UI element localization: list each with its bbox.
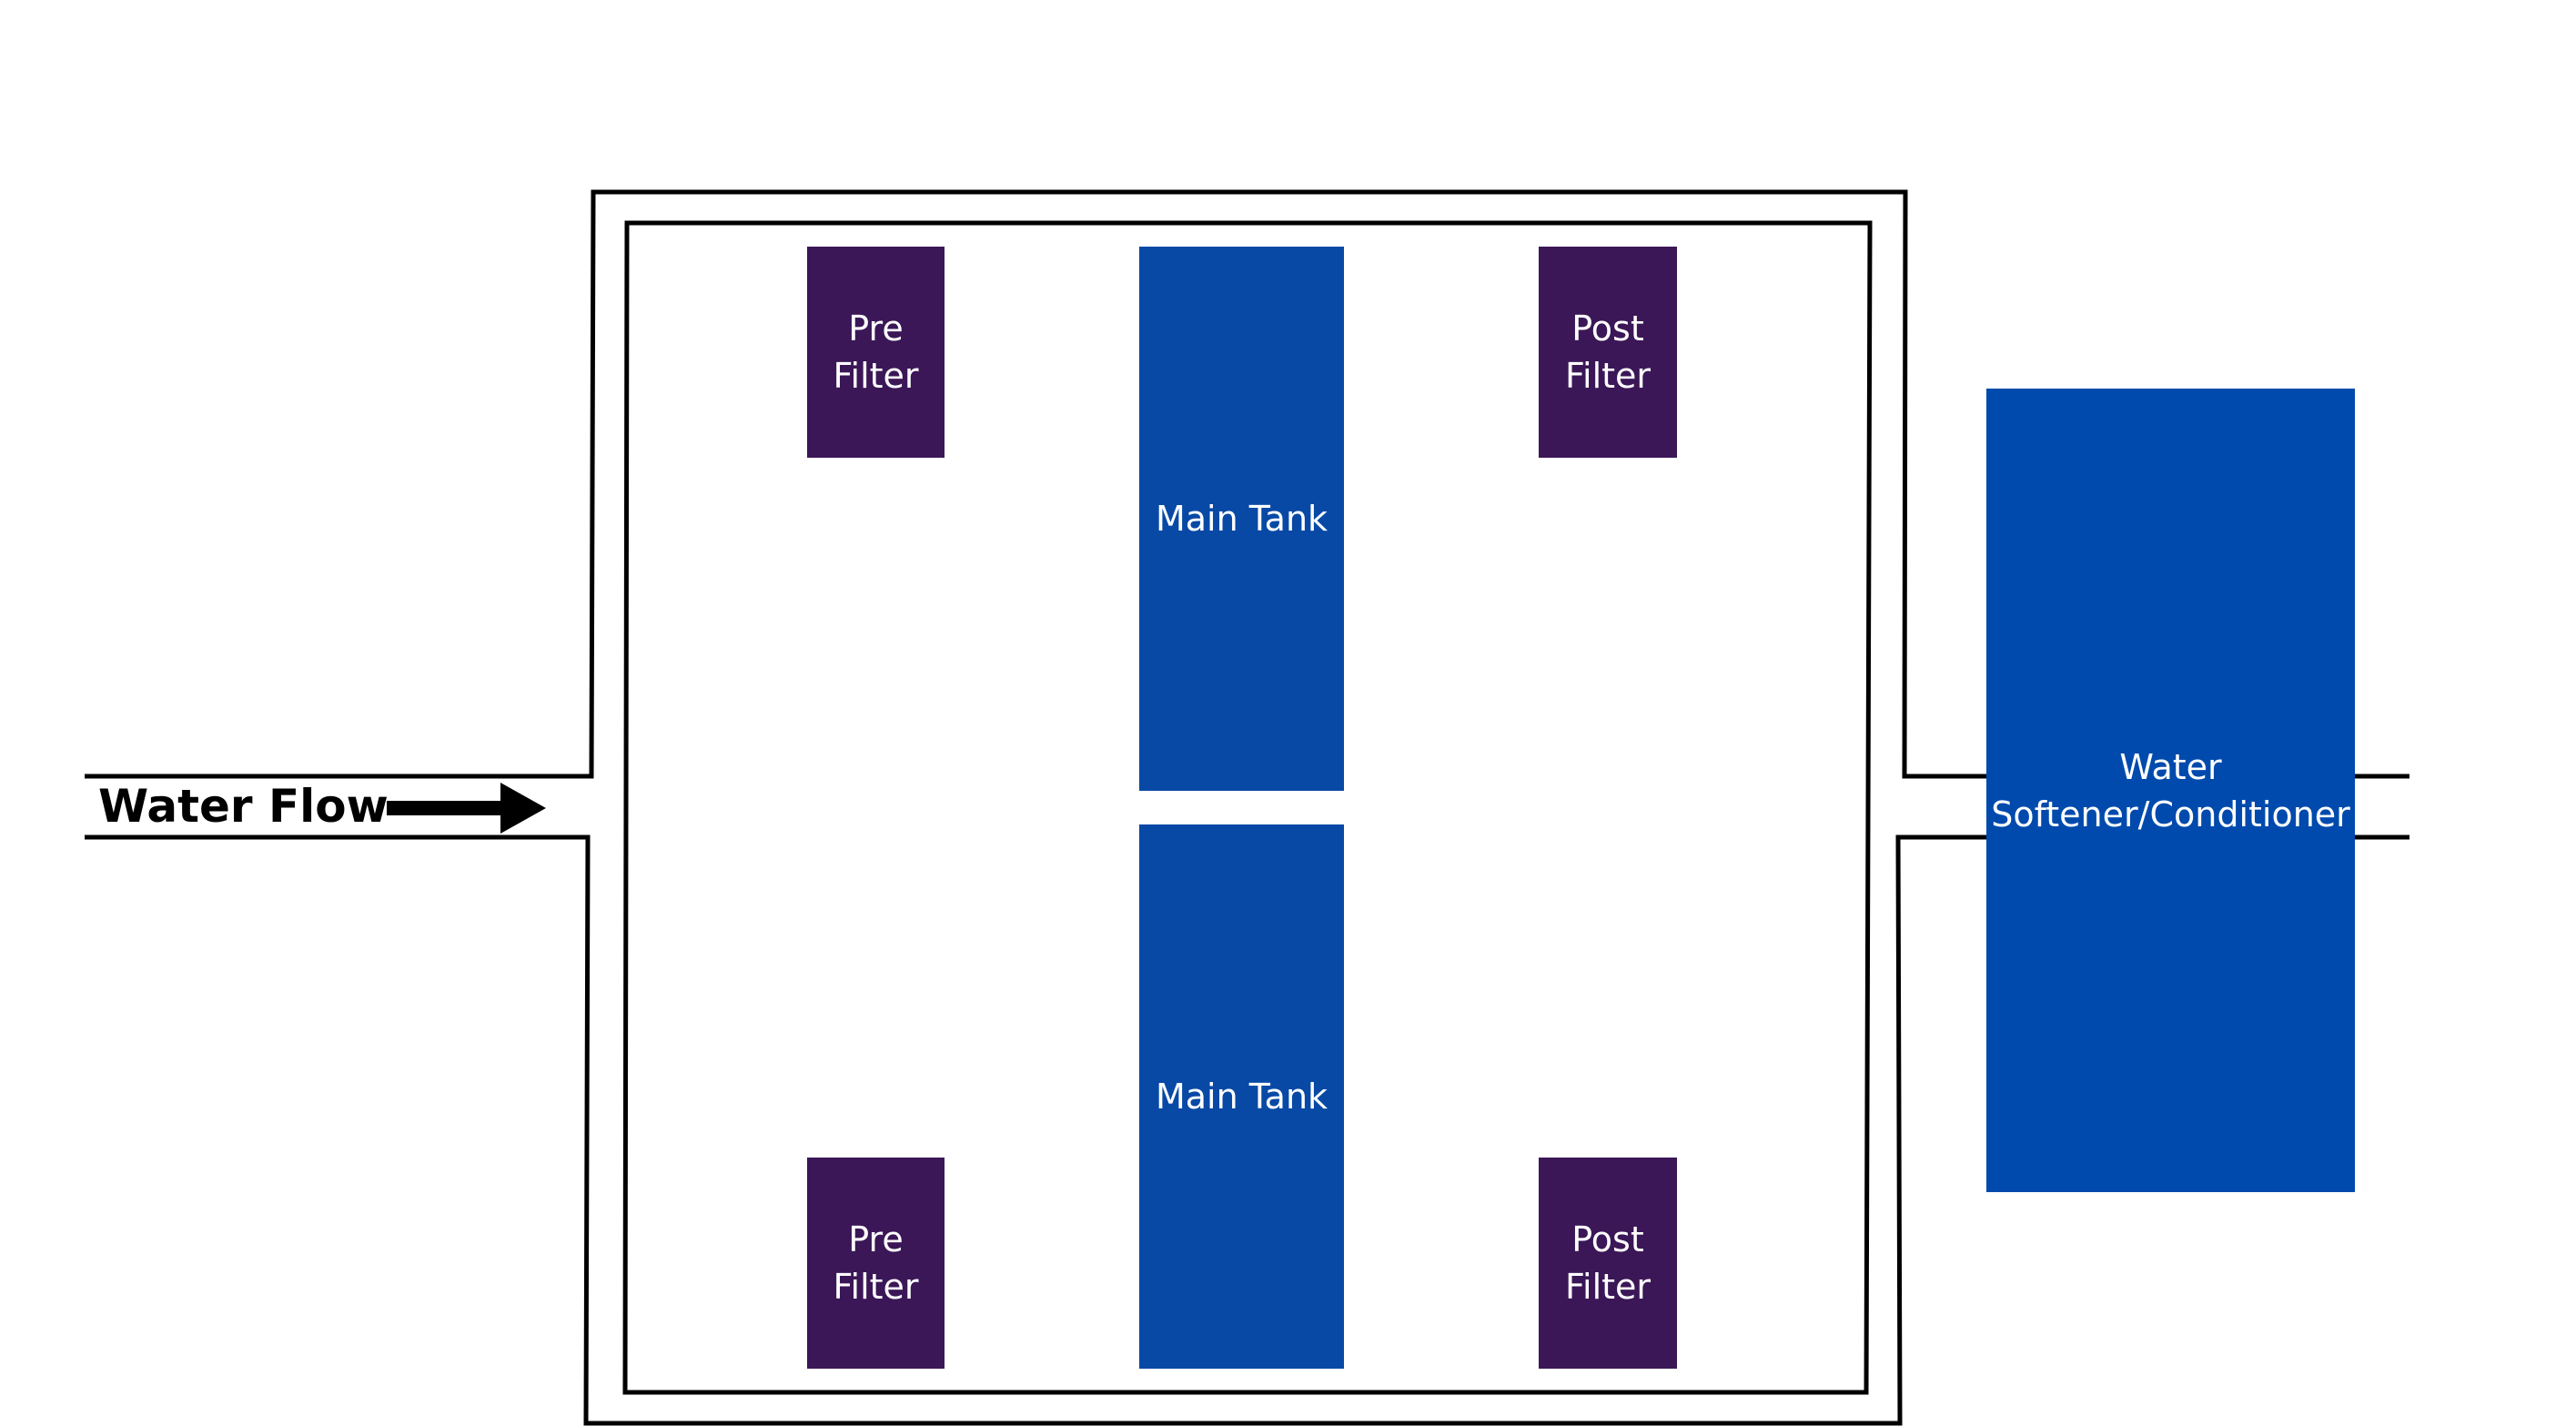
main-tank-top-label: Main Tank	[1155, 499, 1328, 539]
post-filter-bottom-line2: Filter	[1564, 1267, 1652, 1307]
pre-filter-bottom: Pre Filter	[807, 1158, 945, 1369]
water-flow-label: Water Flow	[98, 780, 389, 833]
main-tank-bottom: Main Tank	[1139, 824, 1344, 1369]
main-tank-bottom-label: Main Tank	[1155, 1077, 1328, 1117]
softener-line2: Softener/Conditioner	[1991, 794, 2350, 834]
arrow-right-icon	[387, 783, 546, 834]
pre-filter-bottom-line1: Pre	[848, 1219, 904, 1259]
post-filter-bottom: Post Filter	[1539, 1158, 1677, 1369]
softener-line1: Water	[2119, 746, 2222, 787]
post-filter-top: Post Filter	[1539, 247, 1677, 458]
pre-filter-top-line1: Pre	[848, 308, 904, 349]
outer-pipe-upper-wall	[85, 189, 1986, 779]
main-tank-top: Main Tank	[1139, 247, 1344, 791]
inner-pipe-loop	[622, 220, 1873, 1395]
post-filter-top-line1: Post	[1571, 308, 1644, 349]
pre-filter-top-line2: Filter	[833, 356, 919, 396]
pre-filter-bottom-line2: Filter	[833, 1267, 919, 1307]
post-filter-top-line2: Filter	[1564, 356, 1652, 396]
outer-pipe-lower-wall	[85, 834, 1986, 1426]
post-filter-bottom-line1: Post	[1571, 1219, 1644, 1259]
pre-filter-top: Pre Filter	[807, 247, 945, 458]
water-softener-conditioner: Water Softener/Conditioner	[1986, 389, 2355, 1192]
